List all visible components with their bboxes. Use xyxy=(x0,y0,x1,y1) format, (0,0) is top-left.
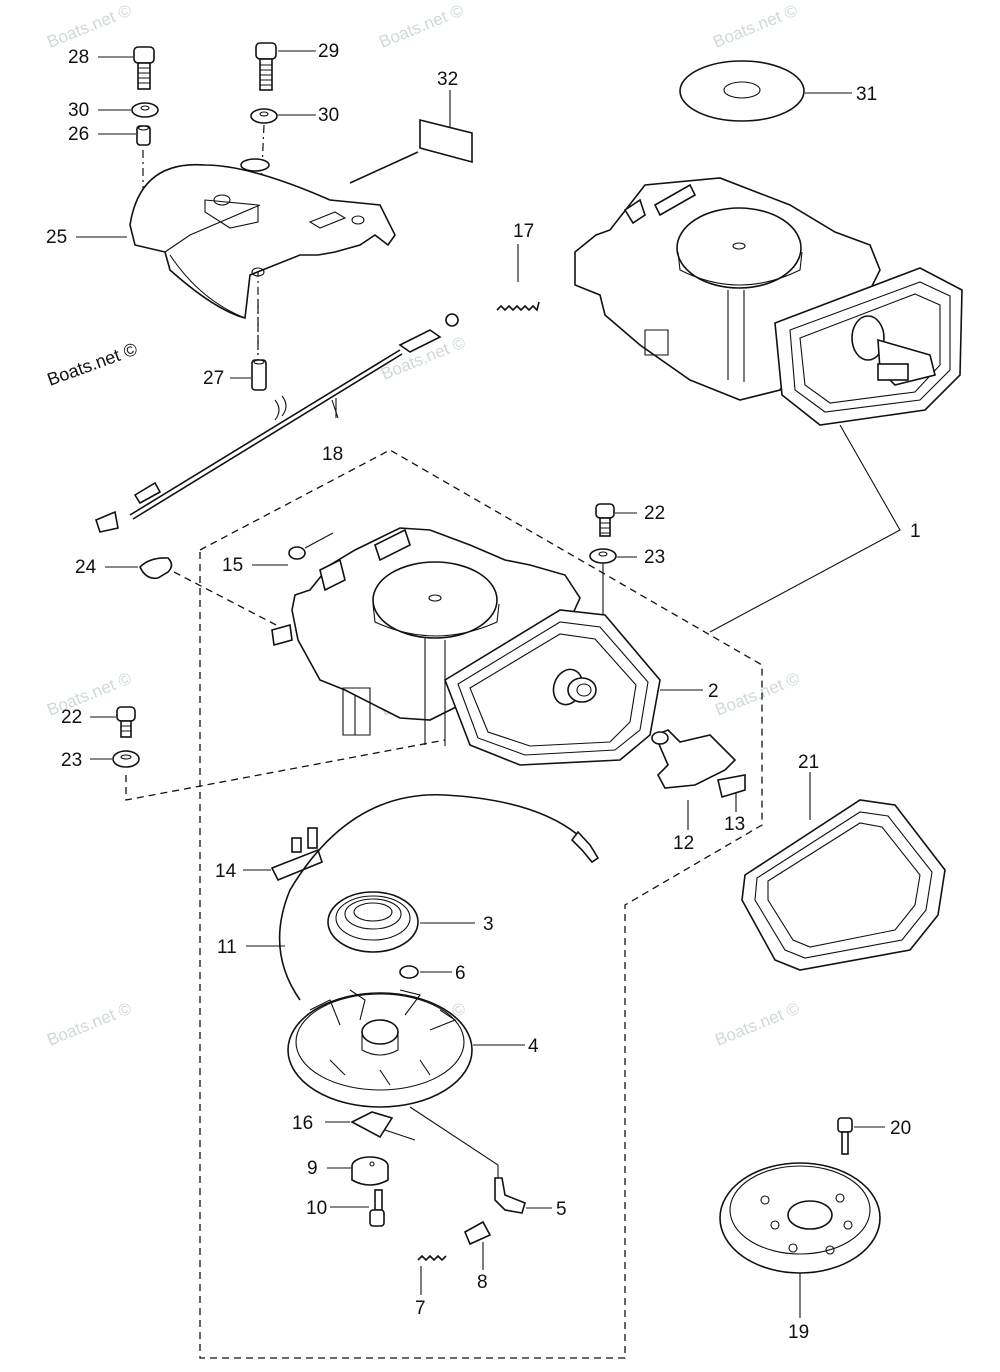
callout-12: 12 xyxy=(673,833,694,854)
callout-4: 4 xyxy=(528,1036,539,1057)
callout-3: 3 xyxy=(483,914,494,935)
part-18-cable xyxy=(95,313,459,533)
part-26-collar xyxy=(136,125,151,146)
callout-26: 26 xyxy=(68,124,89,145)
watermark: Boats.net © xyxy=(712,669,802,720)
part-5-ratchet xyxy=(494,1177,552,1214)
part-4-starter-reel xyxy=(287,989,525,1108)
part-10-bolt xyxy=(330,1189,385,1227)
part-20-bolt xyxy=(837,1117,885,1155)
assembly-boundary xyxy=(199,449,763,1359)
part-3-recoil-spring xyxy=(327,891,475,953)
watermark: Boats.net © xyxy=(376,1,466,52)
part-24-plate xyxy=(105,557,281,628)
part-12-handle xyxy=(651,729,737,830)
callout-5: 5 xyxy=(556,1199,567,1220)
callout-27: 27 xyxy=(203,368,224,389)
callout-16: 16 xyxy=(292,1113,313,1134)
watermark: Boats.net © xyxy=(44,1,134,52)
callout-11: 11 xyxy=(217,937,237,958)
callout-19: 19 xyxy=(788,1322,809,1343)
callout-13: 13 xyxy=(724,814,745,835)
part-13-cap xyxy=(717,774,746,812)
callout-17: 17 xyxy=(513,221,534,242)
callout-29: 29 xyxy=(318,41,339,62)
watermark: Boats.net © xyxy=(710,1,800,52)
callout-14: 14 xyxy=(215,861,237,882)
part-11-starter-rope xyxy=(246,794,600,1001)
leader-4-5 xyxy=(409,1106,499,1180)
part-29-bolt xyxy=(255,42,277,91)
part-2-starter-case xyxy=(271,527,661,766)
callout-32: 32 xyxy=(437,69,458,90)
part-23-washer-left xyxy=(90,739,446,801)
part-7-spring xyxy=(417,1254,447,1295)
part-14-stopper xyxy=(243,827,323,882)
callout-6: 6 xyxy=(455,963,466,984)
callout-24: 24 xyxy=(75,557,97,578)
callout-1-line xyxy=(709,424,901,633)
callout-9: 9 xyxy=(307,1158,318,1179)
part-22-bolt-right xyxy=(595,503,637,537)
part-17-spring xyxy=(496,244,540,312)
part-23-washer-right xyxy=(589,548,637,615)
watermark: Boats.net © xyxy=(712,999,802,1050)
callout-23-right: 23 xyxy=(644,547,665,568)
part-28-bolt xyxy=(133,46,155,90)
watermarks: Boats.net © Boats.net © Boats.net © Boat… xyxy=(44,1,802,1050)
callout-31: 31 xyxy=(856,84,877,105)
callout-8: 8 xyxy=(477,1272,488,1293)
part-30-washer-right xyxy=(250,108,278,124)
callout-7: 7 xyxy=(415,1298,426,1319)
callout-2: 2 xyxy=(708,681,719,702)
watermark: Boats.net © xyxy=(44,999,134,1050)
part-31-decal xyxy=(679,60,852,122)
callout-10: 10 xyxy=(306,1198,327,1219)
callout-22-right: 22 xyxy=(644,503,665,524)
callout-23-left: 23 xyxy=(61,750,82,771)
callout-21: 21 xyxy=(798,752,819,773)
part-25-cover xyxy=(129,158,396,320)
callout-labels: 28 29 30 30 26 32 31 25 17 27 18 22 1 23… xyxy=(46,41,921,1343)
part-21-gasket xyxy=(741,772,946,971)
part-1-starter-assembly xyxy=(574,177,963,426)
part-9-ratchet-guide xyxy=(327,1156,389,1186)
callout-18: 18 xyxy=(322,444,343,465)
part-27-collar xyxy=(251,300,267,391)
callout-20: 20 xyxy=(890,1118,911,1139)
callout-28: 28 xyxy=(68,47,89,68)
watermark-dark: Boats.net © xyxy=(45,339,140,390)
part-8-spring xyxy=(463,1220,492,1270)
part-32-label xyxy=(349,90,473,184)
part-15-spring xyxy=(252,532,334,566)
part-6-collar xyxy=(399,965,452,979)
callout-15: 15 xyxy=(222,555,243,576)
callout-22-left: 22 xyxy=(61,707,82,728)
callout-1: 1 xyxy=(910,521,921,542)
part-16-friction-spring xyxy=(325,1111,416,1141)
part-19-pulley xyxy=(719,1162,881,1318)
callout-30-left: 30 xyxy=(68,100,89,121)
callout-30-right: 30 xyxy=(318,105,339,126)
callout-25: 25 xyxy=(46,227,67,248)
part-30-washer-left xyxy=(131,102,159,118)
part-22-bolt-left xyxy=(90,706,136,738)
